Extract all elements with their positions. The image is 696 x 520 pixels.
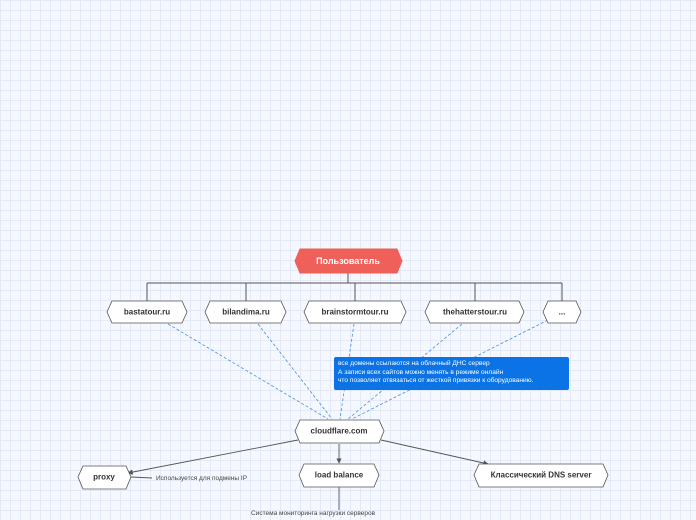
child-node-proxy[interactable]: proxy [77,465,132,490]
domain-node-thehatterstour[interactable]: thehatterstour.ru [424,300,525,324]
hub-node-cloudflare[interactable]: cloudflare.com [294,419,385,444]
load-balance-note: Система мониторинга нагрузки серверов [251,510,376,517]
load-balance-label: load balance [315,471,364,480]
callout-note: все домены ссылаются на облачный ДНС сер… [334,357,569,390]
domain-node-bastatour[interactable]: bastatour.ru [106,300,188,324]
domain-label: thehatterstour.ru [443,308,507,317]
dns-links [167,319,549,420]
domain-node-brainstormtour[interactable]: brainstormtour.ru [303,300,407,324]
proxy-label: proxy [93,473,115,482]
domain-label: ... [559,308,566,317]
domain-node-more[interactable]: ... [542,300,582,324]
callout-line: А записи всех сайтов можно менять в режи… [338,368,504,376]
domain-label: bilandima.ru [222,308,270,317]
child-node-dns-server[interactable]: Классический DNS server [473,463,609,488]
root-connectors [146,273,563,301]
domain-node-bilandima[interactable]: bilandima.ru [204,300,287,324]
proxy-note: Используется для подмены IP [156,475,247,482]
root-node[interactable]: Пользователь [294,248,403,274]
domain-label: bastatour.ru [124,308,170,317]
root-label: Пользователь [316,256,380,266]
callout-line: что позволяет отвязаться от жесткой прив… [338,377,534,385]
hub-label: cloudflare.com [311,427,368,436]
domain-label: brainstormtour.ru [321,308,388,317]
dns-server-label: Классический DNS server [491,471,592,480]
callout-line: все домены ссылаются на облачный ДНС сер… [338,360,490,367]
hub-connectors [127,439,489,510]
child-node-load-balance[interactable]: load balance [298,463,380,488]
